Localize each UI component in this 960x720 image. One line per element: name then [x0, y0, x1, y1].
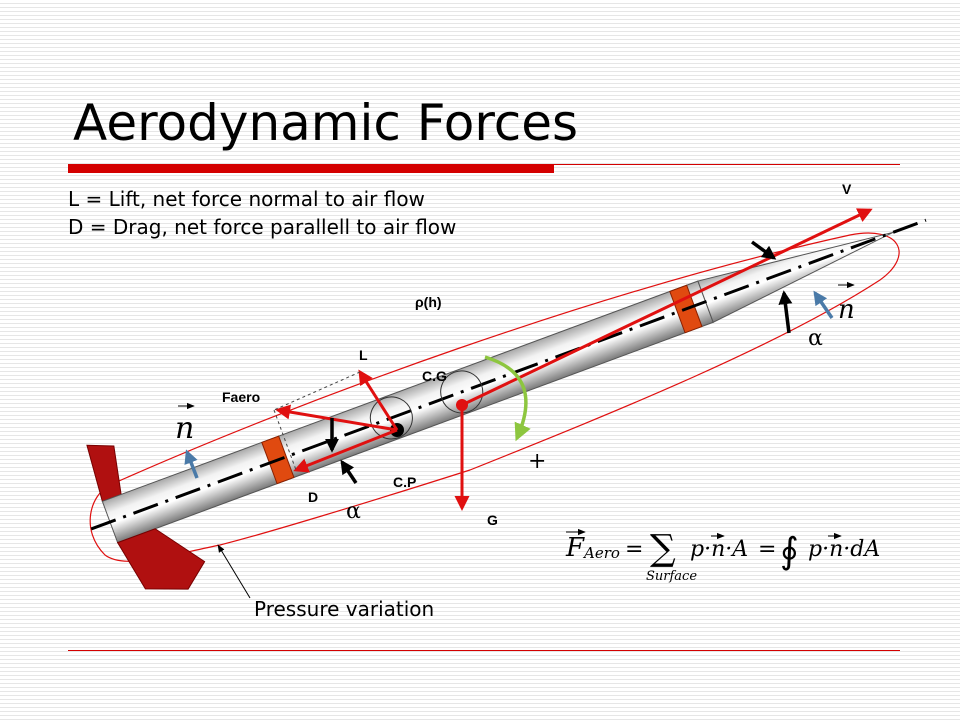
guide-dashed-1 — [273, 371, 361, 411]
label-velocity: V — [842, 181, 852, 197]
svg-text:∮: ∮ — [780, 531, 799, 572]
svg-text:p·n·dA: p·n·dA — [808, 537, 880, 562]
rocket-axis — [90, 218, 927, 531]
normal-symbol-nose: n — [838, 281, 855, 325]
lift-arrow — [358, 369, 399, 431]
label-cp: C.P — [393, 474, 416, 490]
title-accent-line — [554, 164, 900, 165]
normal-arrow-nose — [813, 290, 834, 319]
svg-text:=: = — [625, 537, 643, 562]
rotation-arrow — [484, 355, 531, 442]
rocket-fin-upper — [86, 444, 122, 503]
cg-circle — [440, 370, 484, 414]
pressure-envelope — [89, 232, 900, 562]
definition-drag: D = Drag, net force parallell to air flo… — [68, 215, 457, 239]
label-drag: D — [308, 489, 318, 505]
svg-text:F: F — [565, 533, 585, 563]
label-alpha-nose: α — [808, 326, 823, 351]
svg-text:p·n·A: p·n·A — [690, 537, 748, 562]
label-plus: + — [528, 449, 546, 474]
svg-text:Surface: Surface — [646, 569, 697, 584]
label-density: ρ(h) — [415, 294, 442, 310]
definition-lift: L = Lift, net force normal to air flow — [68, 187, 425, 211]
slide-title: Aerodynamic Forces — [73, 94, 579, 152]
label-cg: C.G — [422, 368, 447, 384]
rocket-fin-lower — [116, 528, 206, 590]
label-faero: Faero — [222, 389, 260, 405]
label-alpha-cp: α — [346, 499, 361, 524]
pressure-pointer — [217, 544, 251, 599]
svg-text:∑: ∑ — [650, 528, 676, 569]
rocket — [86, 218, 927, 590]
bottom-rule — [68, 650, 900, 651]
faero-arrow — [275, 404, 398, 432]
flow-arrow-cp-bottom — [340, 459, 358, 484]
drag-arrow — [293, 428, 398, 473]
velocity-arrow — [461, 208, 873, 407]
guide-dashed-2 — [273, 409, 297, 471]
label-pressure-variation: Pressure variation — [254, 597, 434, 621]
normal-symbol-tail: n — [175, 402, 195, 446]
title-accent-bar — [68, 164, 554, 173]
svg-text:n: n — [838, 295, 855, 325]
aero-force-equation: F Aero = ∑ Surface p·n·A = ∮ p·n·dA — [565, 528, 880, 584]
label-gravity: G — [487, 512, 498, 528]
flow-arrow-nose-lower — [778, 290, 793, 334]
svg-text:n: n — [175, 411, 194, 446]
svg-text:=: = — [758, 537, 776, 562]
normal-arrow-tail — [184, 449, 199, 479]
svg-text:Aero: Aero — [582, 544, 620, 562]
flow-arrow-nose — [750, 240, 777, 260]
label-lift: L — [359, 347, 368, 363]
